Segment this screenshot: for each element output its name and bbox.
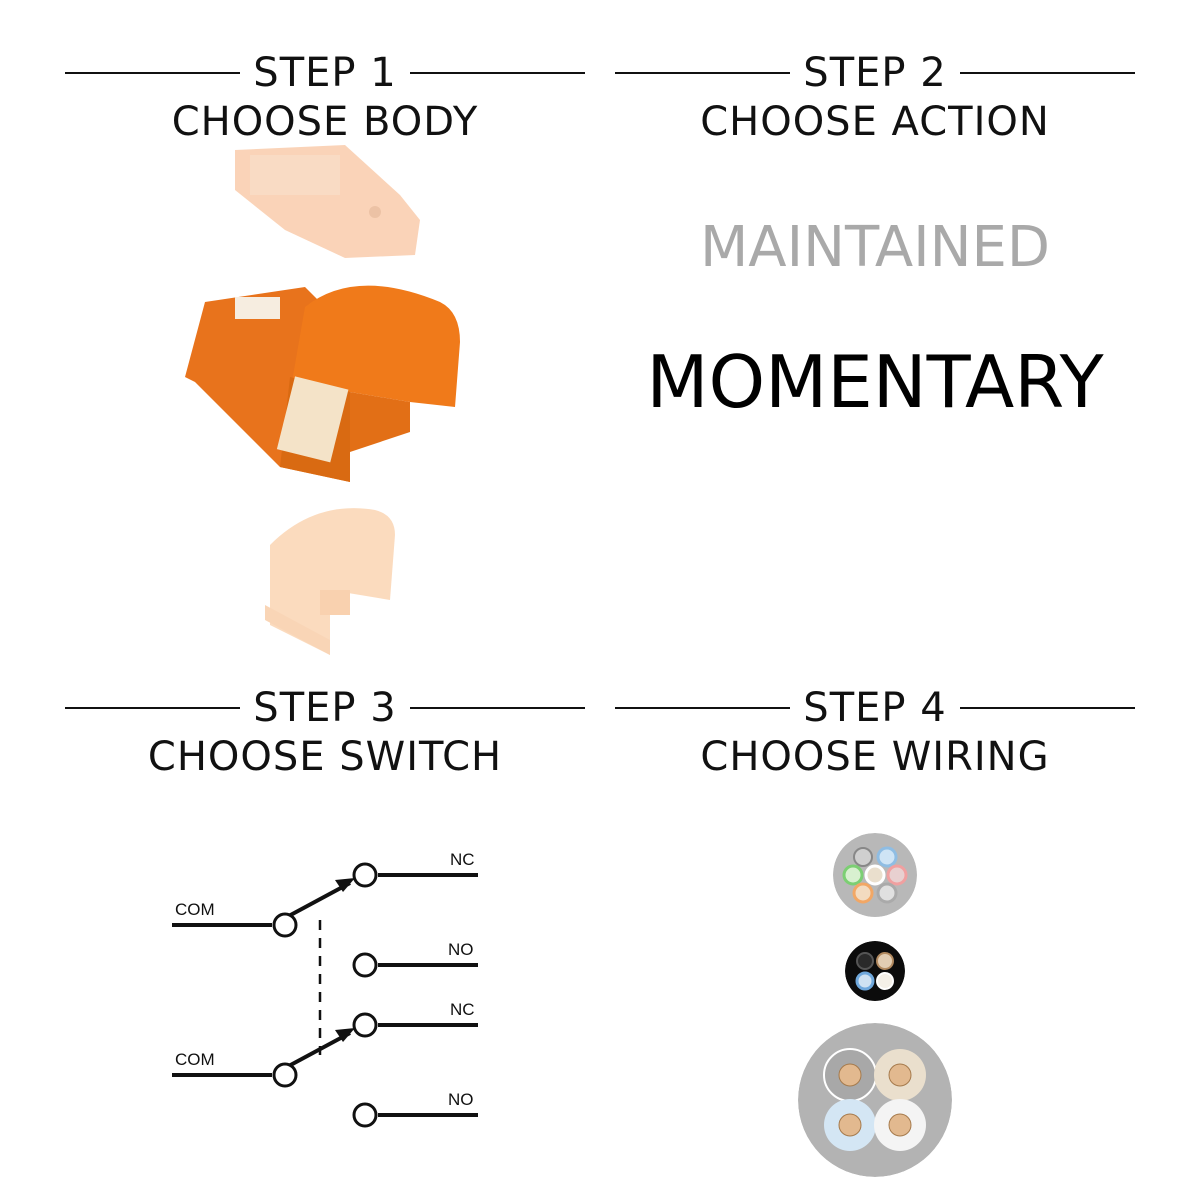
step3-rule bbox=[65, 693, 585, 723]
wiring-option-4-conductor-small[interactable] bbox=[845, 941, 905, 1001]
step4-rule bbox=[615, 693, 1135, 723]
body-option-top[interactable] bbox=[225, 140, 425, 265]
wiring-option-7-conductor[interactable] bbox=[833, 833, 917, 917]
wiring-option-4-conductor-large[interactable] bbox=[798, 1023, 952, 1177]
step1-rule bbox=[65, 58, 585, 88]
label-com-2: COM bbox=[175, 1050, 215, 1069]
step4-number: STEP 4 bbox=[803, 685, 947, 731]
step3-header: STEP 3 CHOOSE SWITCH bbox=[65, 685, 585, 781]
step4-header: STEP 4 CHOOSE WIRING bbox=[615, 685, 1135, 781]
step2-rule bbox=[615, 58, 1135, 88]
label-com-1: COM bbox=[175, 900, 215, 919]
step3-number: STEP 3 bbox=[253, 685, 397, 731]
switch-schematic[interactable]: COM NC NO COM NC NO bbox=[150, 840, 510, 1140]
step2-header: STEP 2 CHOOSE ACTION bbox=[615, 50, 1135, 146]
body-option-selected[interactable] bbox=[185, 282, 465, 487]
step4-title: CHOOSE WIRING bbox=[700, 734, 1050, 780]
label-nc-2: NC bbox=[450, 1000, 475, 1019]
step3-title: CHOOSE SWITCH bbox=[147, 734, 503, 780]
label-no-1: NO bbox=[448, 940, 474, 959]
action-option-maintained[interactable]: MAINTAINED bbox=[699, 215, 1051, 280]
label-no-2: NO bbox=[448, 1090, 474, 1109]
action-option-momentary[interactable]: MOMENTARY bbox=[646, 340, 1104, 424]
step1-title: CHOOSE BODY bbox=[171, 99, 479, 145]
label-nc-1: NC bbox=[450, 850, 475, 869]
step2-number: STEP 2 bbox=[803, 50, 947, 96]
step1-header: STEP 1 CHOOSE BODY bbox=[65, 50, 585, 146]
step2-title: CHOOSE ACTION bbox=[700, 99, 1050, 145]
step1-number: STEP 1 bbox=[253, 50, 397, 96]
body-option-bottom[interactable] bbox=[255, 505, 400, 660]
